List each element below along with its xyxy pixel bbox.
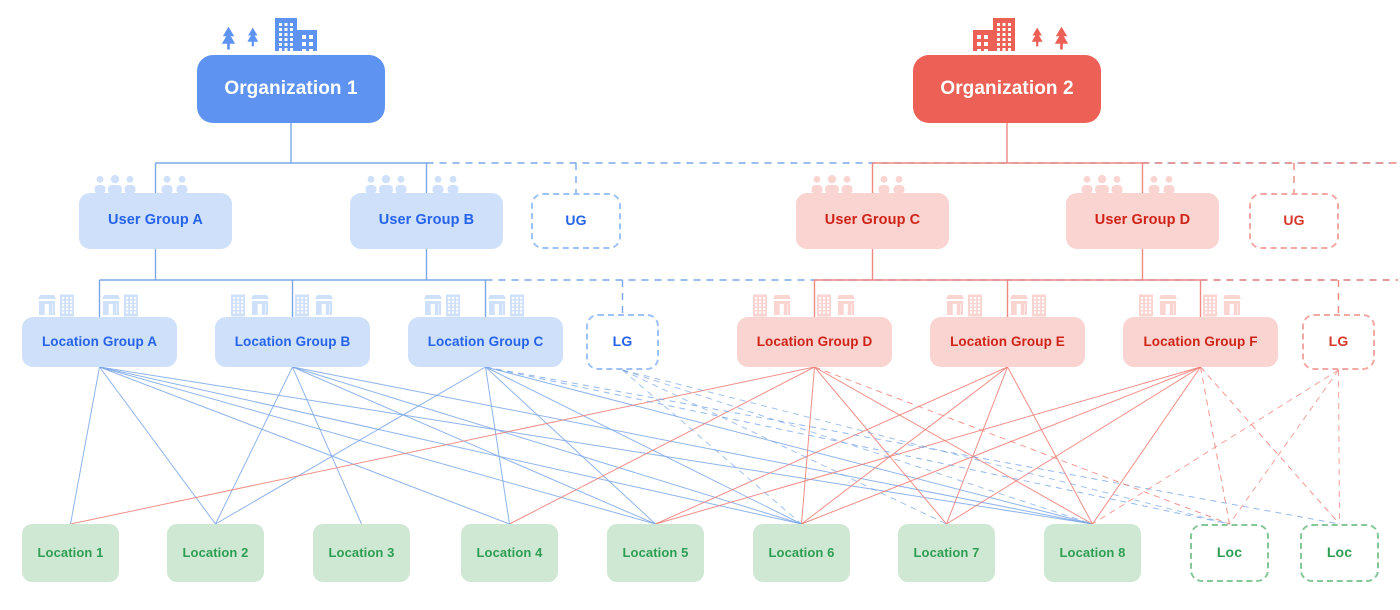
location-group-label: Location Group F	[1143, 333, 1258, 349]
location-group-placeholder-label: LG	[612, 333, 633, 350]
user-group-label: User Group C	[824, 212, 921, 229]
location-group-buildings-icon	[36, 293, 142, 317]
user-group-node-3[interactable]: User Group C	[796, 193, 949, 249]
location-group-node-5[interactable]: Location Group E	[930, 317, 1085, 367]
user-group-placeholder-1[interactable]: UG	[531, 193, 621, 249]
user-group-node-1[interactable]: User Group A	[79, 193, 232, 249]
location-group-label: Location Group B	[234, 333, 351, 349]
user-group-people-icon	[1078, 172, 1179, 195]
location-node-7[interactable]: Location 7	[898, 524, 995, 582]
organization-skyline-icon	[219, 17, 329, 53]
location-label: Location 3	[328, 544, 395, 560]
location-group-node-6[interactable]: Location Group F	[1123, 317, 1278, 367]
location-label: Location 6	[768, 544, 835, 560]
location-group-label: Location Group C	[427, 333, 544, 349]
location-node-1[interactable]: Location 1	[22, 524, 119, 582]
user-group-people-icon	[808, 172, 909, 195]
organization-node-2[interactable]: Organization 2	[913, 55, 1101, 123]
location-group-placeholder-2[interactable]: LG	[1302, 314, 1375, 370]
user-group-people-icon	[91, 172, 192, 195]
user-group-placeholder-2[interactable]: UG	[1249, 193, 1339, 249]
location-group-placeholder-label: LG	[1328, 333, 1349, 350]
location-group-label: Location Group D	[756, 333, 873, 349]
user-group-node-4[interactable]: User Group D	[1066, 193, 1219, 249]
location-node-8[interactable]: Location 8	[1044, 524, 1141, 582]
location-group-label: Location Group E	[950, 333, 1065, 349]
location-node-3[interactable]: Location 3	[313, 524, 410, 582]
user-group-label: User Group A	[108, 212, 203, 229]
location-group-buildings-icon	[1137, 293, 1243, 317]
location-node-2[interactable]: Location 2	[167, 524, 264, 582]
location-node-6[interactable]: Location 6	[753, 524, 850, 582]
location-group-label: Location Group A	[41, 333, 158, 349]
location-label: Location 1	[37, 544, 104, 560]
location-label: Location 4	[476, 544, 543, 560]
location-group-buildings-icon	[422, 293, 528, 317]
location-placeholder-label: Loc	[1216, 544, 1243, 561]
organization-label: Organization 1	[224, 77, 358, 99]
location-group-buildings-icon	[751, 293, 857, 317]
organization-skyline-icon	[961, 17, 1071, 53]
user-group-people-icon	[362, 172, 463, 195]
user-group-label: User Group B	[378, 212, 475, 229]
location-node-5[interactable]: Location 5	[607, 524, 704, 582]
user-group-placeholder-label: UG	[1283, 212, 1305, 229]
location-group-node-4[interactable]: Location Group D	[737, 317, 892, 367]
location-label: Location 5	[622, 544, 689, 560]
location-group-node-1[interactable]: Location Group A	[22, 317, 177, 367]
location-group-placeholder-1[interactable]: LG	[586, 314, 659, 370]
location-label: Location 8	[1059, 544, 1126, 560]
location-label: Location 2	[182, 544, 249, 560]
location-group-node-3[interactable]: Location Group C	[408, 317, 563, 367]
location-node-4[interactable]: Location 4	[461, 524, 558, 582]
location-group-buildings-icon	[944, 293, 1050, 317]
user-group-label: User Group D	[1094, 212, 1191, 229]
user-group-placeholder-label: UG	[565, 212, 587, 229]
location-placeholder-label: Loc	[1326, 544, 1353, 561]
organization-label: Organization 2	[940, 77, 1074, 99]
location-placeholder-2[interactable]: Loc	[1300, 524, 1379, 582]
location-group-node-2[interactable]: Location Group B	[215, 317, 370, 367]
user-group-node-2[interactable]: User Group B	[350, 193, 503, 249]
location-label: Location 7	[913, 544, 980, 560]
location-placeholder-1[interactable]: Loc	[1190, 524, 1269, 582]
organization-node-1[interactable]: Organization 1	[197, 55, 385, 123]
location-group-buildings-icon	[229, 293, 335, 317]
